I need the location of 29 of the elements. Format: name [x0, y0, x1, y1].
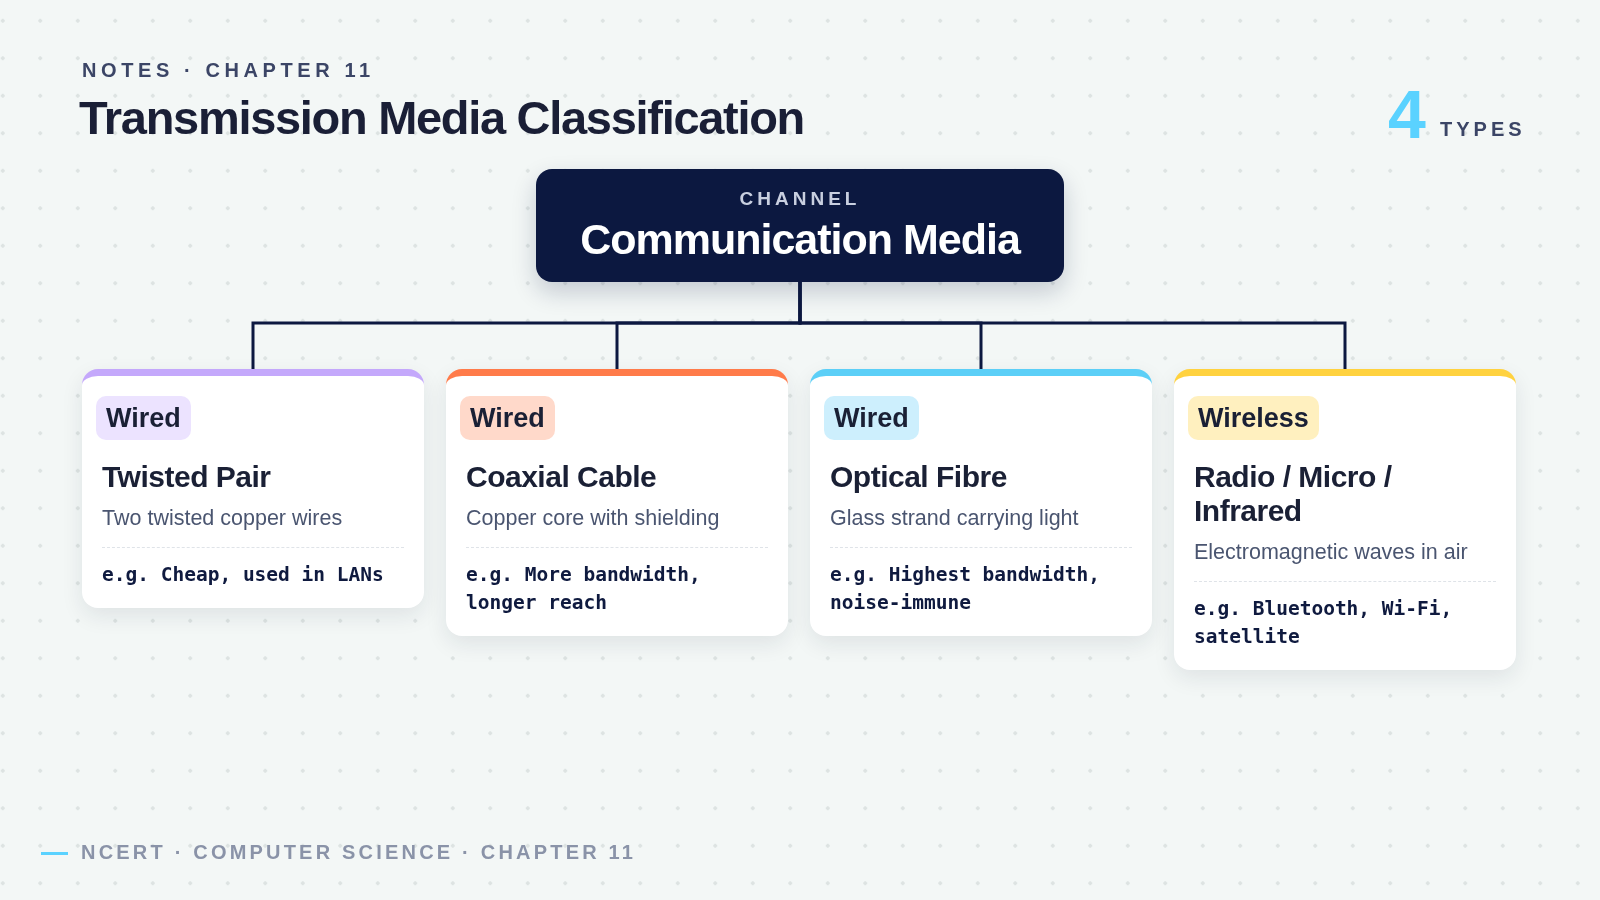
count-label: TYPES — [1440, 117, 1526, 141]
card-description: Glass strand carrying light — [830, 505, 1080, 532]
category-card — [446, 369, 788, 636]
category-tag: Wireless — [1188, 396, 1319, 440]
card-description: Copper core with shielding — [466, 505, 721, 532]
category-card — [82, 369, 424, 608]
example-text: e.g. More bandwidth, longer reach — [466, 562, 702, 616]
connector-line — [798, 282, 1347, 369]
card-description: Electromagnetic waves in air — [1194, 539, 1469, 566]
footer-text: NCERT · COMPUTER SCIENCE · CHAPTER 11 — [81, 840, 637, 864]
card-title: Coaxial Cable — [466, 460, 658, 494]
category-card — [1174, 369, 1516, 670]
chapter-kicker: NOTES · CHAPTER 11 — [82, 58, 375, 82]
category-tag: Wired — [824, 396, 919, 440]
card-description: Two twisted copper wires — [102, 505, 344, 532]
count-number: 4 — [1388, 80, 1426, 148]
card-title: Optical Fibre — [830, 460, 1008, 494]
root-title: Communication Media — [580, 213, 1020, 265]
category-tag: Wired — [460, 396, 555, 440]
example-text: e.g. Bluetooth, Wi-Fi, satellite — [1194, 596, 1454, 650]
page-title: Transmission Media Classification — [79, 90, 804, 146]
example-text: e.g. Highest bandwidth, noise-immune — [830, 562, 1102, 616]
eyebrow-text: CHANNEL — [739, 186, 861, 211]
category-tag: Wired — [96, 396, 191, 440]
card-title: Twisted Pair — [102, 460, 272, 494]
card-title: Radio / Micro / Infrared — [1194, 460, 1393, 528]
root-box — [536, 169, 1064, 282]
category-card — [810, 369, 1152, 636]
example-text: e.g. Cheap, used in LANs — [102, 562, 385, 588]
